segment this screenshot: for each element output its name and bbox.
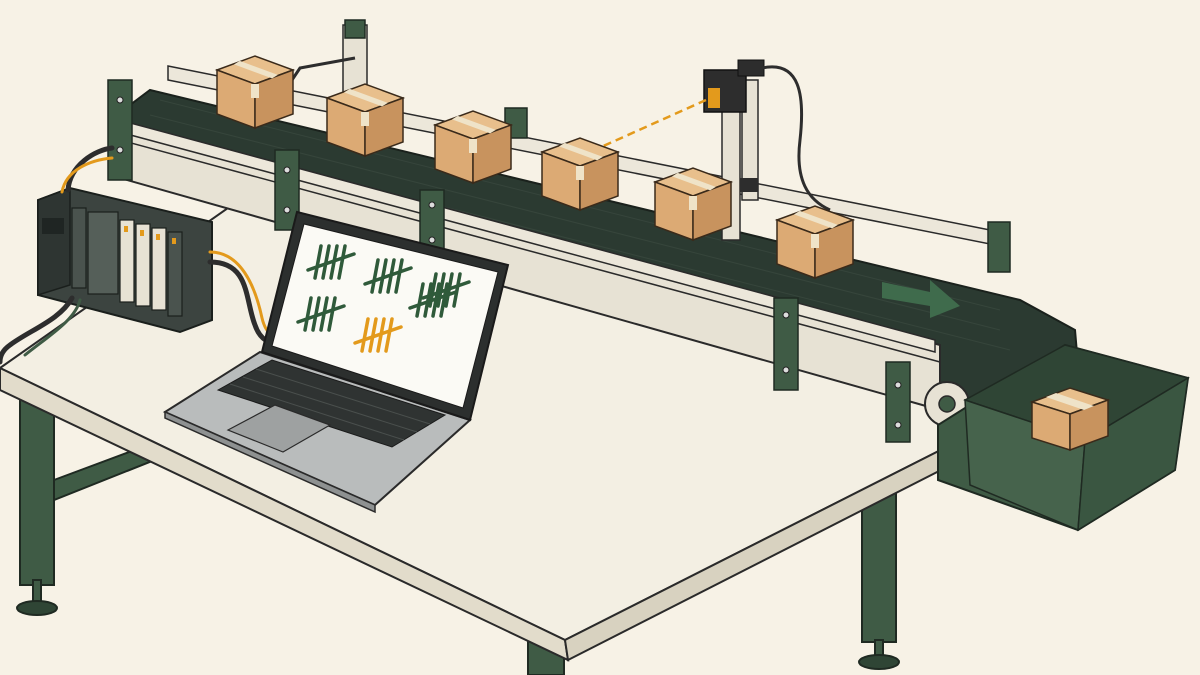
laptop-screen [271, 223, 499, 409]
box [432, 110, 514, 185]
tally-group [306, 244, 356, 280]
box [324, 83, 406, 158]
tally-slash [363, 266, 413, 286]
tally-group [353, 317, 403, 353]
sensor-beam [589, 98, 707, 154]
plc-controller [37, 186, 213, 334]
output-bin [937, 343, 1190, 532]
tally-stroke [303, 296, 313, 332]
tally-stroke [337, 244, 347, 280]
laptop-trackpad [226, 404, 332, 453]
tally-stroke [370, 258, 380, 294]
tally-stroke [384, 317, 394, 353]
laptop-keyboard [216, 359, 447, 448]
tally-stroke [360, 317, 370, 353]
tally-stroke [394, 258, 404, 294]
box [539, 137, 621, 212]
cables [0, 145, 290, 365]
tally-stroke [452, 272, 462, 308]
box [652, 167, 734, 242]
tally-stroke [327, 296, 337, 332]
tally-stroke [313, 244, 323, 280]
tally-stroke [439, 282, 449, 318]
tally-group [363, 258, 413, 294]
tally-slash [408, 290, 458, 310]
box [774, 205, 856, 280]
belt-boxes [214, 55, 856, 280]
arrow-right-icon [882, 280, 960, 318]
tally-stroke [415, 282, 425, 318]
sensor-assembly [589, 59, 831, 241]
bin-box [1029, 387, 1111, 452]
tally-group [408, 282, 458, 318]
tally-slash [296, 304, 346, 324]
tally-marks [296, 244, 471, 353]
box [214, 55, 296, 130]
tally-group [296, 296, 346, 332]
tally-slash [353, 325, 403, 345]
tally-slash [306, 252, 356, 272]
laptop [162, 210, 510, 514]
